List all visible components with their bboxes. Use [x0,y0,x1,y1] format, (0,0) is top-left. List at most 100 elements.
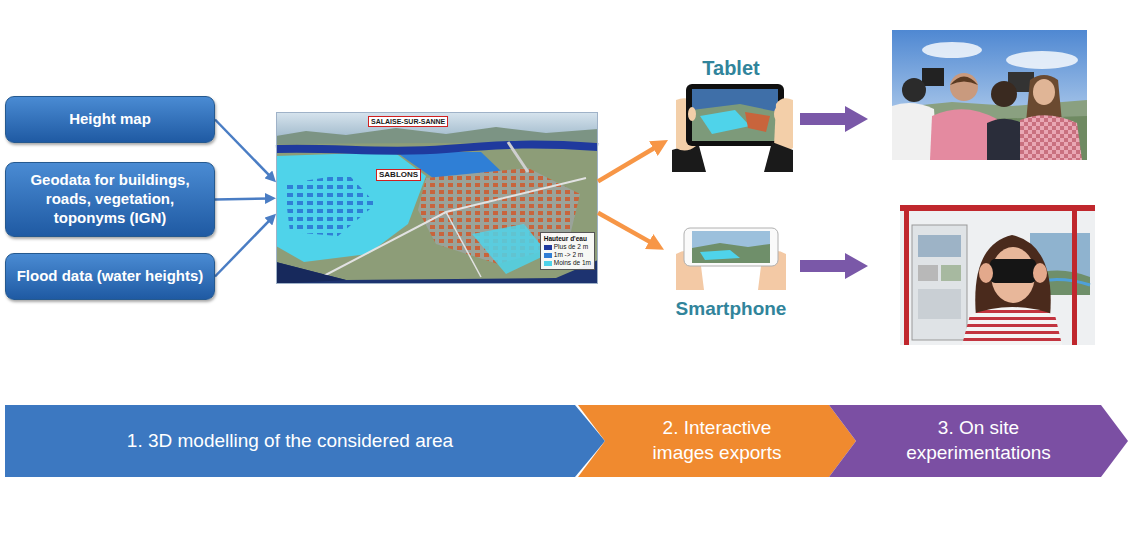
legend-swatch [544,245,552,250]
legend-row: Moins de 1m [544,259,591,267]
photo-vr-headset-part [918,235,961,257]
photo-visitors-viewpoint [892,30,1087,160]
flood-map-image-part [277,113,598,284]
photo-vr-headset-part [990,259,1036,283]
link-arrows-part [800,106,868,132]
photo-vr-headset-part [918,289,961,319]
photo-vr-headset-part [912,225,967,340]
tablet-illustration-part [692,89,778,141]
device-smartphone: Smartphone [664,222,798,322]
tag-holder: SABLONS [376,169,421,181]
photo-visitors-viewpoint-part [1006,51,1078,69]
flood-map-image-part [276,142,598,280]
photo-visitors-viewpoint-part [950,77,978,86]
photo-visitors-viewpoint-part [892,30,1087,160]
chevron-fill [578,405,856,477]
chevron-shape [578,405,856,477]
smartphone-illustration-part [692,243,770,263]
input-box: Height map [5,96,215,143]
photo-vr-headset-part [962,307,1062,345]
input-label: Height map [69,110,151,129]
device-label: Tablet [702,56,759,80]
flood-map-image-part [508,142,528,172]
chevron-fill [5,405,605,477]
photo-visitors-viewpoint-part [1026,75,1062,122]
chevron-fill [829,405,1128,477]
tablet-illustration-part [686,84,784,146]
photo-visitors-viewpoint-part [922,68,944,86]
legend-text: 1m -> 2 m [554,251,583,259]
place-name-tag: SALAISE-SUR-SANNE [368,116,448,127]
flood-map-image-part [276,112,598,284]
flood-map-image-part [446,212,481,277]
flow-arrow [598,144,661,181]
legend-row: Plus de 2 m [544,243,591,251]
map-image: SALAISE-SUR-SANNE SABLONS Hauteur d'eauPlu… [276,112,598,284]
photo-vr-headset-part [904,205,909,345]
tablet-illustration-part [745,112,770,132]
link-arrows-part [800,253,868,279]
place-name-tag: SABLONS [376,169,421,181]
legend-swatch [544,253,552,258]
photo-vr-headset-part [991,247,1035,303]
flood-map-image [276,112,598,284]
step-label: 1. 3D modelling of the considered area [127,429,453,454]
step-label: 2. Interactive images exports [632,416,802,465]
tablet-illustration [672,84,793,172]
flow-arrow [215,198,271,199]
photo-vr-headset-part [1072,205,1077,345]
tablet-illustration-part [774,98,793,150]
smartphone-illustration [676,228,786,290]
device-label: Smartphone [676,297,787,320]
legend-text: Plus de 2 m [554,243,588,251]
legend-swatch [544,261,552,266]
photo-vr-headset-part [975,235,1050,317]
photo-visitors-viewpoint-part [950,73,978,101]
legend-panel: Hauteur d'eauPlus de 2 m1m -> 2 mMoins d… [540,232,595,270]
flood-map-image-part [472,224,548,274]
flow-arrow [215,218,272,277]
legend-title: Hauteur d'eau [544,235,591,243]
legend-text: Moins de 1m [554,259,591,267]
tag-holder: SALAISE-SUR-SANNE [368,116,448,127]
flow-arrow [215,120,272,179]
photo-vr-headset-part [979,263,993,283]
smartphone-illustration-part [684,228,778,266]
photo-visitors-viewpoint-part [902,78,926,102]
step-band: 3. On site experimentations [829,405,1128,477]
input-box: Flood data (water heights) [5,253,215,300]
photo-vr-headset-part [918,265,938,281]
input-label: Geodata for buildings, roads, vegetation… [16,171,204,227]
flood-map-image-part [276,152,426,262]
photo-vr-headset-part [900,205,1095,345]
photo-vr-headset-part [941,265,961,281]
photo-vr-headset-part [900,205,1095,211]
flow-arrow [598,213,657,246]
photo-visitors-viewpoint-part [1020,115,1082,160]
legend-row: 1m -> 2 m [544,251,591,259]
tablet-illustration-part [700,110,750,134]
tablet-illustration-part [692,104,778,141]
tablet-illustration-part [688,107,696,121]
input-box: Geodata for buildings, roads, vegetation… [5,162,215,237]
photo-visitors-viewpoint-part [892,103,937,160]
step-band: 2. Interactive images exports [578,405,856,477]
input-label: Flood data (water heights) [17,267,204,286]
photo-vr-headset [900,205,1095,345]
step-label: 3. On site experimentations [879,416,1079,465]
flood-map-image-part [284,174,376,236]
step-band: 1. 3D modelling of the considered area [5,405,605,477]
photo-visitors-viewpoint-part [922,42,982,58]
link-arrows [800,106,868,279]
smartphone-illustration-part [700,250,740,260]
photo-visitors-viewpoint-part [1033,79,1055,105]
device-tablet: Tablet [668,56,794,174]
photo-visitors-viewpoint-part [991,81,1017,107]
chevron-shape [829,405,1128,477]
photo-vr-headset-part [1033,263,1047,283]
flood-map-image-part [276,145,598,151]
flood-map-image-part [316,178,586,280]
tablet-illustration-part [764,142,793,172]
smartphone-illustration-part [692,231,770,263]
